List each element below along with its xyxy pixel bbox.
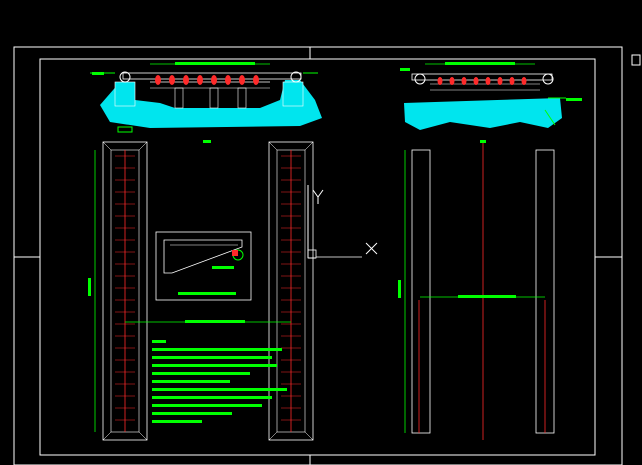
pile-outer-right [268,141,314,441]
leader-text-right-a [400,68,410,71]
leader-right-c [544,109,556,126]
corner-chamfers [102,141,314,441]
abutment-left [114,81,136,107]
viewport-marker [631,54,641,66]
left-elevation-section [90,62,322,143]
leader-text-right-b [566,98,582,101]
bracket-detail-box [155,231,252,301]
note-text-line [152,396,272,399]
note-text-line [152,340,166,343]
pile-outer-left [102,141,148,441]
leader-text-left [92,72,104,75]
note-text-line [152,404,262,407]
pier-3 [237,87,247,109]
note-text-line [152,372,250,375]
detail-leader-text [212,266,234,269]
note-text-line [152,380,230,383]
dim-text-vertical-right [398,280,401,298]
note-text-line [152,388,287,391]
general-notes-block [152,340,287,423]
left-plan-view [88,141,314,441]
stirrup-ticks-right [281,155,301,421]
deck-rebar-markers-right [437,77,527,85]
note-text-line [152,356,272,359]
right-plan-view [398,140,555,440]
deck-outline-right [411,73,553,81]
sheet-outer-border [13,46,623,465]
note-text-line [152,348,282,351]
bracket-shape [163,239,243,274]
note-text-line [152,364,277,367]
detail-callout-mark [232,250,238,256]
centerline-label [480,140,486,143]
right-elevation-section [400,62,582,130]
crosshair-icon [316,242,378,258]
pier-2 [209,87,219,109]
dim-text-top-span-right [445,62,515,65]
note-text-line [152,412,232,415]
dim-text-top-span [175,62,255,65]
ground-hatch-left [100,80,322,128]
beam-strip-left [411,149,431,434]
support-symbol-right [290,71,302,83]
detail-caption-text [178,292,236,295]
deck-rebar-markers [155,75,259,85]
dim-text-vertical-left [88,278,91,296]
section-title-left [203,140,211,143]
ucs-icon[interactable] [307,185,324,259]
support-symbol-left [119,71,131,83]
stirrup-ticks-left [115,155,135,421]
dim-text-horizontal-right [458,295,516,298]
note-text-line [152,420,202,423]
dim-footing [117,126,133,133]
support-symbol-right-a [414,73,426,85]
ground-hatch-right [404,98,562,130]
detail-frame [155,231,252,301]
dim-text-horizontal-plan [185,320,245,323]
abutment-right [282,81,304,107]
support-symbol-right-b [542,73,554,85]
pier-1 [174,87,184,109]
